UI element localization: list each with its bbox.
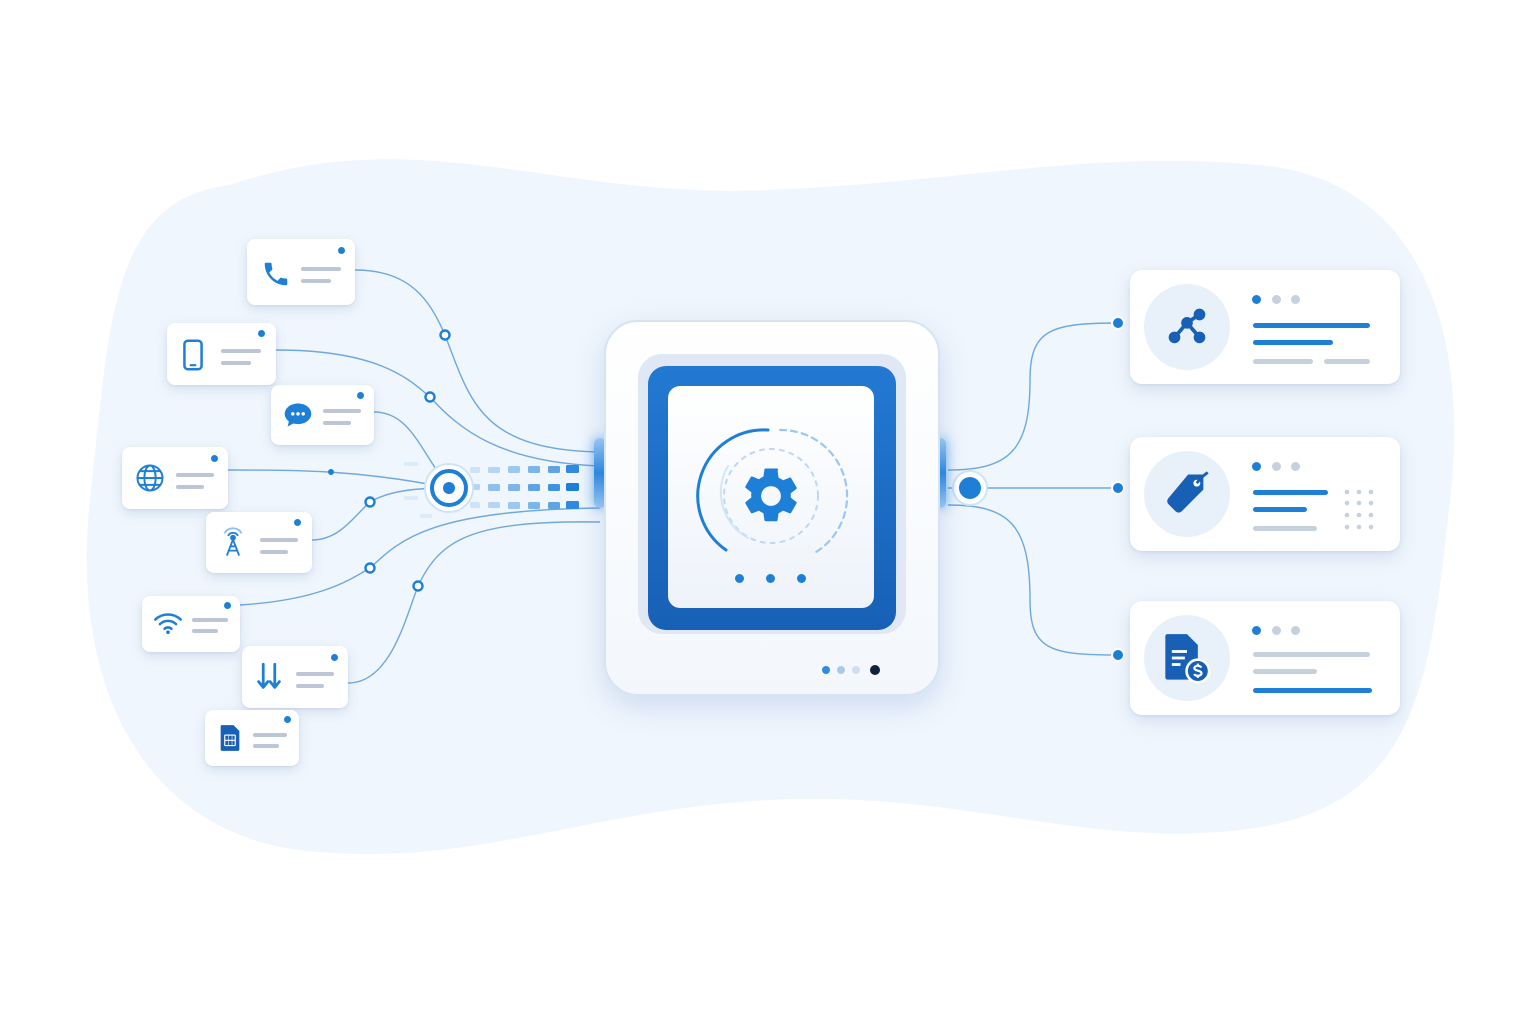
indicator-dot	[852, 666, 860, 674]
source-card-chat[interactable]	[271, 385, 374, 445]
indicator-dot	[837, 666, 845, 674]
hub-status-dots	[668, 574, 874, 584]
junction-node	[439, 329, 451, 341]
output-port	[1111, 481, 1125, 495]
junction-node	[364, 496, 376, 508]
junction-node	[364, 562, 376, 574]
connector-download	[347, 521, 601, 684]
hub-input-glow	[594, 438, 606, 508]
indicator-dot	[822, 666, 830, 674]
phone-icon	[264, 262, 288, 286]
chat-bubble-icon	[284, 403, 312, 427]
connector-out-top	[947, 322, 1119, 471]
antenna-tower-icon	[223, 527, 243, 556]
share-network-icon	[1168, 308, 1206, 344]
source-card-wifi[interactable]	[142, 596, 240, 652]
mobile-device-icon	[183, 339, 203, 371]
grid-dots	[1344, 489, 1374, 530]
junction-node	[328, 469, 334, 475]
gear-icon	[745, 468, 797, 522]
sim-card-icon	[220, 725, 240, 751]
source-card-sim[interactable]	[205, 710, 299, 766]
hub-panel	[648, 366, 896, 630]
source-card-download[interactable]	[242, 646, 348, 708]
hub-screen	[668, 386, 874, 608]
hub-frame	[638, 354, 906, 634]
output-card-tag[interactable]	[1130, 437, 1400, 551]
connector-wifi	[239, 507, 601, 606]
output-card-share[interactable]	[1130, 270, 1400, 384]
connector-phone	[354, 269, 601, 453]
processing-ring	[696, 428, 849, 554]
output-port	[1111, 648, 1125, 662]
junction-node	[424, 391, 436, 403]
output-port	[1111, 316, 1125, 330]
wifi-icon	[154, 613, 182, 635]
indicator-dot-active	[870, 665, 880, 675]
source-card-globe[interactable]	[122, 447, 228, 509]
connector-out-bot	[947, 504, 1119, 656]
invoice-dollar-icon	[1165, 634, 1211, 684]
distribution-node	[959, 477, 981, 499]
globe-icon	[136, 464, 164, 492]
source-card-antenna[interactable]	[206, 512, 312, 573]
source-card-mobile[interactable]	[167, 323, 276, 385]
processing-hub[interactable]	[604, 320, 940, 696]
connector-globe	[227, 469, 450, 489]
price-tag-icon	[1167, 471, 1209, 513]
hub-page-indicator[interactable]	[822, 664, 902, 676]
download-arrows-icon	[257, 662, 281, 689]
junction-node	[412, 580, 424, 592]
output-card-invoice[interactable]	[1130, 601, 1400, 715]
source-card-phone[interactable]	[247, 239, 355, 305]
